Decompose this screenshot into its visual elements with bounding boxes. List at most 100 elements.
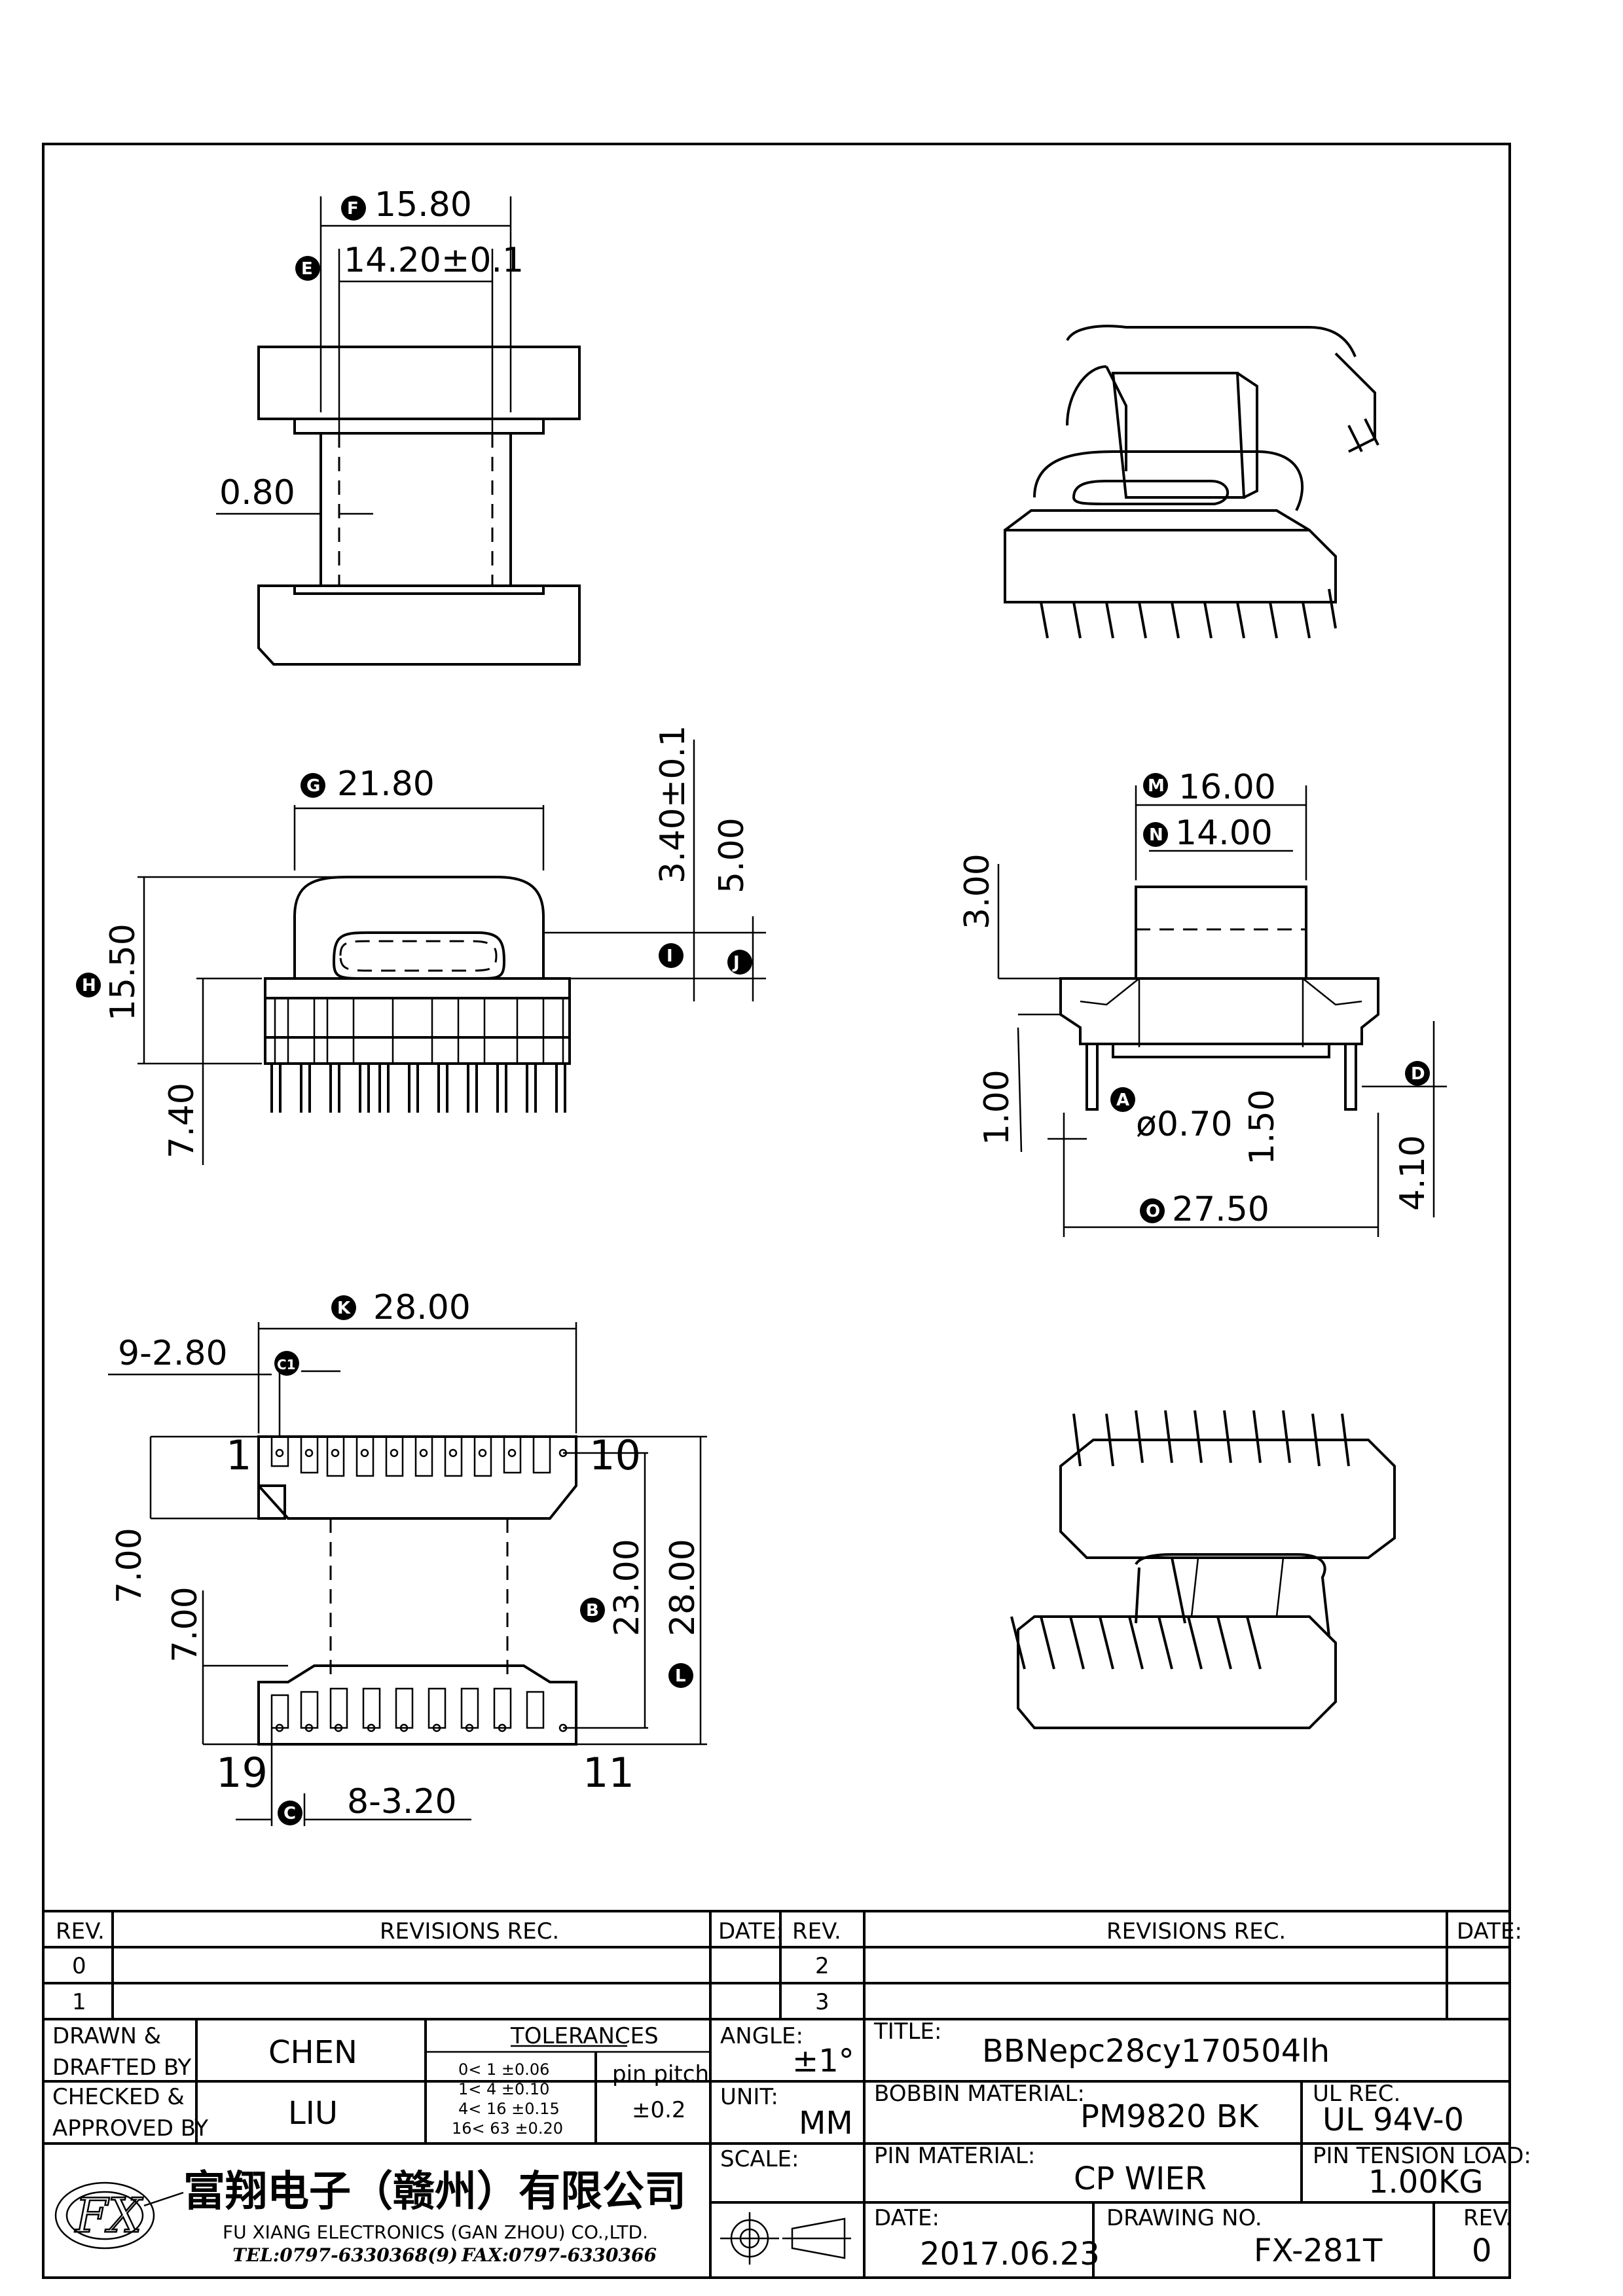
dim-c1-label: 9-2.80 <box>118 1334 228 1373</box>
ul-label: UL REC. <box>1313 2081 1400 2107</box>
svg-text:O: O <box>1146 1202 1160 1221</box>
title-value: BBNepc28cy170504lh <box>982 2033 1330 2070</box>
drawn-value: CHEN <box>268 2034 357 2071</box>
date-value: 2017.06.23 <box>920 2236 1100 2272</box>
dim-n-label: 14.00 <box>1175 814 1273 853</box>
svg-text:E: E <box>301 259 313 279</box>
svg-text:FX: FX <box>74 2188 143 2243</box>
revisions-left: REVISIONS REC. <box>380 1918 559 1945</box>
bottom-pin-slots-top <box>270 1435 568 1477</box>
rev-row-3: 3 <box>815 1989 830 2015</box>
svg-text:L: L <box>675 1666 686 1686</box>
bubble-g-icon: G <box>301 773 325 798</box>
drawn-label-2: DRAFTED BY <box>52 2054 191 2081</box>
svg-text:B: B <box>586 1601 599 1621</box>
company-name-cn: 富翔电子（赣州）有限公司 <box>183 2167 686 2216</box>
dim-a-label: ø0.70 <box>1136 1105 1233 1144</box>
title-block: REV. REVISIONS REC. DATE: REV. REVISIONS… <box>43 1910 1531 2278</box>
dim-i-label: 3.40±0.1 <box>653 725 693 884</box>
unit-label: UNIT: <box>720 2084 778 2110</box>
pin-1-label: 1 <box>226 1431 251 1479</box>
pin-pitch-label: pin pitch <box>612 2061 709 2087</box>
bobbin-value: PM9820 BK <box>1080 2098 1260 2135</box>
dim-pin-label: 7.40 <box>162 1083 202 1158</box>
bottom-view: 28.00 9-2.80 8-3.20 7.00 7.00 23.00 28.0… <box>108 1288 707 1826</box>
date-label: DATE: <box>874 2205 939 2231</box>
pin-tension-label: PIN TENSION LOAD: <box>1313 2143 1531 2169</box>
svg-text:F: F <box>347 199 359 219</box>
isometric-view-bottom <box>1010 1410 1396 1729</box>
bubble-o-icon: O <box>1140 1198 1165 1223</box>
dim-m-label: 16.00 <box>1178 768 1276 807</box>
tolerance-row-2: 1< 4 ±0.10 <box>458 2080 549 2098</box>
bubble-a-icon: A <box>1110 1087 1135 1112</box>
bottom-pin-slots-bottom <box>270 1687 568 1732</box>
bubble-c1-icon: C1 <box>274 1351 299 1376</box>
svg-text:M: M <box>1148 776 1165 796</box>
bubble-b-icon: B <box>580 1598 605 1623</box>
dim-d-label: 4.10 <box>1393 1135 1432 1211</box>
bubble-j-icon: J <box>727 950 752 975</box>
bubble-m-icon: M <box>1143 773 1168 798</box>
svg-text:A: A <box>1116 1090 1129 1110</box>
svg-text:H: H <box>82 976 96 996</box>
dim-h-label: 15.50 <box>103 924 143 1021</box>
svg-text:K: K <box>337 1299 351 1318</box>
bubble-c-icon: C <box>278 1801 302 1825</box>
company-name-en: FU XIANG ELECTRONICS (GAN ZHOU) CO.,LTD. <box>223 2221 648 2243</box>
dim-o-label: 27.50 <box>1172 1190 1269 1229</box>
drawn-label-1: DRAWN & <box>52 2023 161 2049</box>
checked-label-2: APPROVED BY <box>52 2115 208 2142</box>
angle-value: ±1° <box>792 2043 854 2079</box>
rev-value: 0 <box>1472 2233 1492 2269</box>
bubble-d-icon: D <box>1405 1061 1430 1086</box>
rev-row-1: 1 <box>72 1989 86 2015</box>
dim-f-label: 15.80 <box>374 185 472 224</box>
side-view: 16.00 14.00 3.00 ø0.70 1.00 1.50 27.50 4… <box>958 768 1447 1237</box>
dim-k-label: 28.00 <box>373 1288 471 1327</box>
company-tel: TEL:0797-6330368(9) <box>232 2244 458 2266</box>
projection-symbol-icon <box>720 2212 851 2265</box>
bubble-h-icon: H <box>76 973 101 997</box>
angle-label: ANGLE: <box>720 2023 803 2049</box>
dim-b-label: 23.00 <box>608 1539 647 1636</box>
company-fax: FAX:0797-6330366 <box>461 2244 657 2266</box>
rev-header-right: REV. <box>792 1918 841 1945</box>
bubble-k-icon: K <box>331 1295 356 1320</box>
tolerance-row-3: 4< 16 ±0.15 <box>458 2100 560 2118</box>
date-right: DATE: <box>1457 1918 1522 1945</box>
dim-step-label: 1.00 <box>977 1069 1017 1145</box>
isometric-view-top <box>1004 325 1379 639</box>
revisions-right: REVISIONS REC. <box>1106 1918 1286 1945</box>
svg-text:J: J <box>732 953 740 973</box>
rev-row-0: 0 <box>72 1953 86 1979</box>
bubble-i-icon: I <box>659 943 684 968</box>
ul-value: UL 94V-0 <box>1322 2102 1464 2138</box>
title-label: TITLE: <box>873 2018 941 2045</box>
svg-text:N: N <box>1149 825 1163 845</box>
tolerance-row-1: 0< 1 ±0.06 <box>458 2060 549 2079</box>
date-left: DATE: <box>718 1918 784 1945</box>
sheet-border <box>42 143 1511 2279</box>
front-pins <box>270 998 566 1113</box>
pin-10-label: 10 <box>589 1431 641 1479</box>
pin-11-label: 11 <box>583 1749 634 1797</box>
pin-pitch-value: ±0.2 <box>632 2097 686 2123</box>
pin-material-label: PIN MATERIAL: <box>874 2143 1035 2169</box>
bubble-l-icon: L <box>668 1663 693 1688</box>
checked-value: LIU <box>288 2095 338 2132</box>
dim-e-label: 14.20±0.1 <box>344 241 524 280</box>
rev-row-2: 2 <box>815 1953 830 1979</box>
dim-j-label: 5.00 <box>712 817 752 893</box>
dim-left2-label: 7.00 <box>166 1587 205 1662</box>
pin-tension-value: 1.00KG <box>1368 2164 1484 2200</box>
tolerance-row-4: 16< 63 ±0.20 <box>452 2119 563 2138</box>
bubble-e-icon: E <box>295 256 320 281</box>
dim-left1-label: 7.00 <box>110 1528 149 1604</box>
checked-label-1: CHECKED & <box>52 2084 185 2110</box>
rev-header-left: REV. <box>56 1918 105 1945</box>
pin-19-label: 19 <box>216 1749 268 1797</box>
top-view: 15.80 14.20±0.1 0.80 F E <box>216 185 581 666</box>
dim-c-label: 8-3.20 <box>347 1782 457 1821</box>
